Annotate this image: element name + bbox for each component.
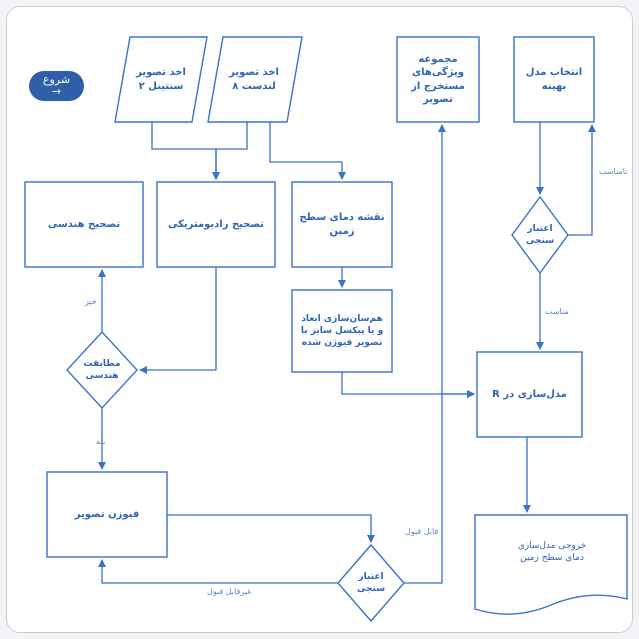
start-badge: شروع →	[29, 71, 84, 101]
edge-label-acceptable: قابل قبول	[405, 527, 439, 536]
flowchart-frame: شروع → اخذ تصویر سنتینل ۲ اخذ تصویر لندس…	[6, 6, 633, 633]
landsat-input-shape	[207, 36, 303, 123]
start-arrow-icon: →	[51, 85, 62, 98]
node-validation-bottom-label: اعتبار سنجی	[356, 571, 386, 594]
node-sentinel-label: اخذ تصویر سنتینل ۲	[136, 67, 186, 92]
select-model-box	[513, 36, 595, 123]
edge-label-no: خیر	[85, 297, 97, 306]
node-landsat-label: اخذ تصویر لندست ۸	[229, 67, 279, 92]
flowchart-canvas	[24, 36, 628, 623]
sentinel-input-shape	[114, 36, 208, 123]
radio-corr-box	[156, 181, 276, 268]
edge-landsat-to-radio	[212, 122, 248, 180]
modeling-box	[476, 351, 583, 438]
lst-map-box	[291, 181, 393, 268]
node-geom-match-label: مطابقت هندسی	[83, 358, 121, 381]
edge-sentinel-to-radio	[151, 122, 220, 180]
features-box	[396, 36, 480, 123]
edge-label-yes: بله	[96, 437, 106, 446]
edge-validation-not-suitable	[568, 124, 596, 236]
validation-bottom-diamond	[337, 543, 405, 623]
edge-label-suitable: مناسب	[545, 307, 569, 316]
node-select-model-label: انتخاب مدل بهینه	[525, 67, 583, 92]
node-fusion-label: فیوزن تصویر	[74, 508, 140, 520]
node-lst-map-label: نقشه دمای سطح زمین	[299, 212, 385, 237]
node-validation-top-label: اعتبار سنجی	[525, 223, 555, 246]
node-features-label: مجموعه ویژگی‌های مستخرج از تصویر	[411, 53, 465, 106]
edge-label-unacceptable: غیرقابل قبول	[207, 587, 252, 596]
edge-fusion-to-validation	[167, 514, 375, 543]
edge-radio-to-match	[139, 267, 217, 374]
edge-landsat-to-lst	[269, 122, 346, 180]
node-modeling-label: مدل‌سازی در R	[492, 388, 567, 400]
resample-box	[291, 289, 393, 373]
node-resample-label: هم‌سان‌سازی ابعاد و یا پیکسل سایز با تصو…	[300, 313, 384, 349]
node-output-label: خروجی مدل‌سازی دمای سطح زمین	[517, 540, 587, 563]
start-label: شروع	[42, 72, 71, 86]
output-document-shape	[474, 514, 628, 615]
edge-resample-to-modeling	[341, 372, 475, 398]
node-geom-corr-label: تصحیح هندسی	[47, 218, 121, 230]
edge-validation-acceptable	[404, 124, 446, 584]
geom-corr-box	[24, 181, 144, 268]
edge-validation-unacceptable	[98, 559, 338, 584]
fusion-box	[46, 471, 168, 558]
node-radio-corr-label: تصحیح رادیومتریکی	[167, 218, 265, 230]
edge-label-not-suitable: نامناسب	[599, 167, 628, 176]
